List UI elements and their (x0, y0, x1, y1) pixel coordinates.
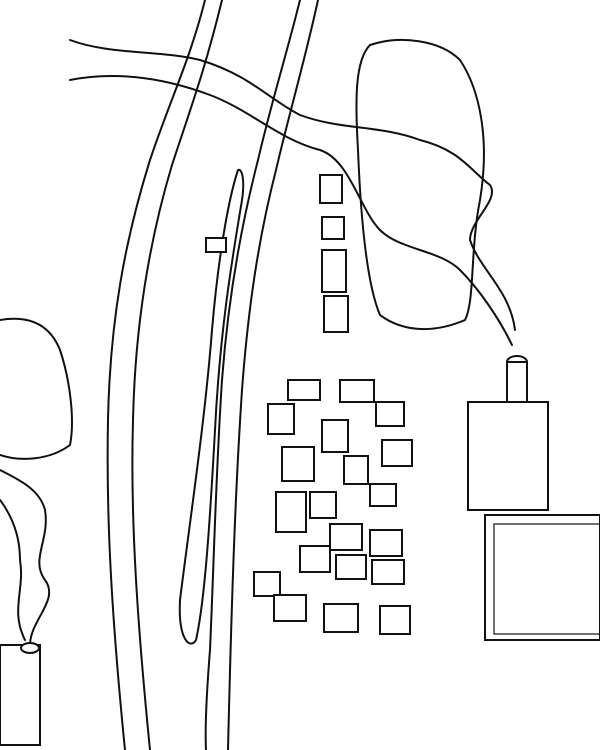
factory-left (0, 642, 41, 746)
trucks (205, 174, 349, 333)
factory-right (467, 355, 600, 641)
smoke-plumes (0, 39, 516, 646)
tents (253, 379, 413, 635)
road (106, 0, 319, 750)
rocks (0, 39, 485, 460)
